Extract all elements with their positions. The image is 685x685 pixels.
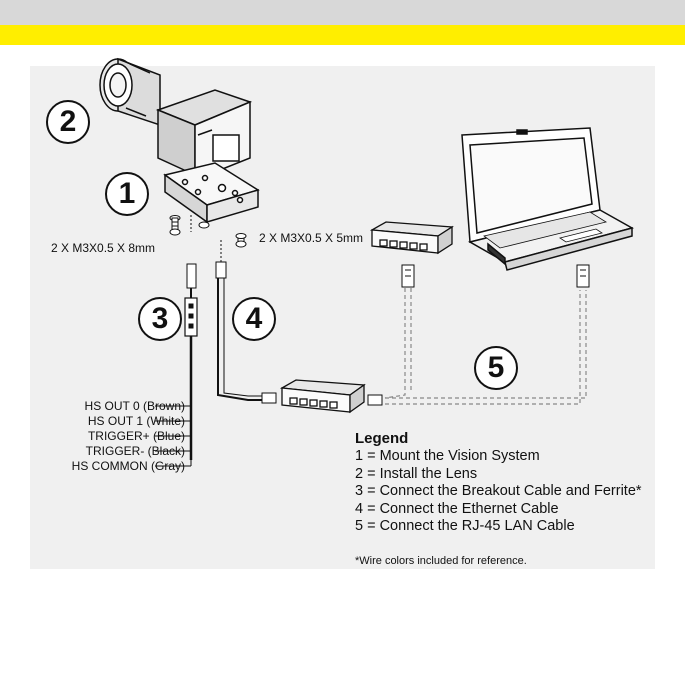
legend-item: 1 = Mount the Vision System [355, 448, 540, 464]
laptop-icon [461, 127, 634, 271]
network-switch-icon [279, 379, 366, 414]
wire-label-trigger-plus: TRIGGER+ (Blue) [87, 429, 185, 443]
legend-item: 4 = Connect the Ethernet Cable [355, 500, 559, 517]
ethernet-cable [215, 240, 277, 404]
wire-label-trigger-minus: TRIGGER- (Black) [85, 444, 185, 458]
rj45-connector-icon [367, 264, 590, 406]
wire-label-hs-out-1: HS OUT 1 (White) [87, 414, 185, 428]
legend: Legend 1 = Mount the Vision System 2 = I… [355, 430, 642, 536]
legend-item: 2 = Install the Lens [355, 465, 478, 482]
legend-title: Legend [355, 430, 409, 447]
wire-label-hs-out-0: HS OUT 0 (Brown) [84, 399, 185, 413]
header-gray-band [0, 0, 685, 25]
screw-icon [169, 215, 247, 248]
wire-label-hs-common: HS COMMON (Gray) [71, 459, 185, 473]
header-yellow-band [0, 25, 685, 45]
wire-color-note: *Wire colors included for reference. [355, 555, 527, 567]
step-3-badge: 3 [138, 297, 182, 341]
network-switch-icon [369, 221, 454, 255]
step-5-badge: 5 [474, 346, 518, 390]
step-1-badge: 1 [105, 172, 149, 216]
legend-item: 3 = Connect the Breakout Cable and Ferri… [355, 483, 642, 500]
body-screw-label: 2 X M3X0.5 X 5mm [259, 231, 364, 245]
lan-cable [384, 288, 587, 405]
step-2-badge: 2 [46, 100, 90, 144]
mounting-plate-icon [163, 162, 260, 224]
lens-icon [99, 57, 161, 127]
breakout-cable [155, 215, 198, 467]
legend-item: 5 = Connect the RJ-45 LAN Cable [355, 518, 575, 535]
mount-screw-label: 2 X M3X0.5 X 8mm [51, 241, 156, 255]
step-4-badge: 4 [232, 297, 276, 341]
